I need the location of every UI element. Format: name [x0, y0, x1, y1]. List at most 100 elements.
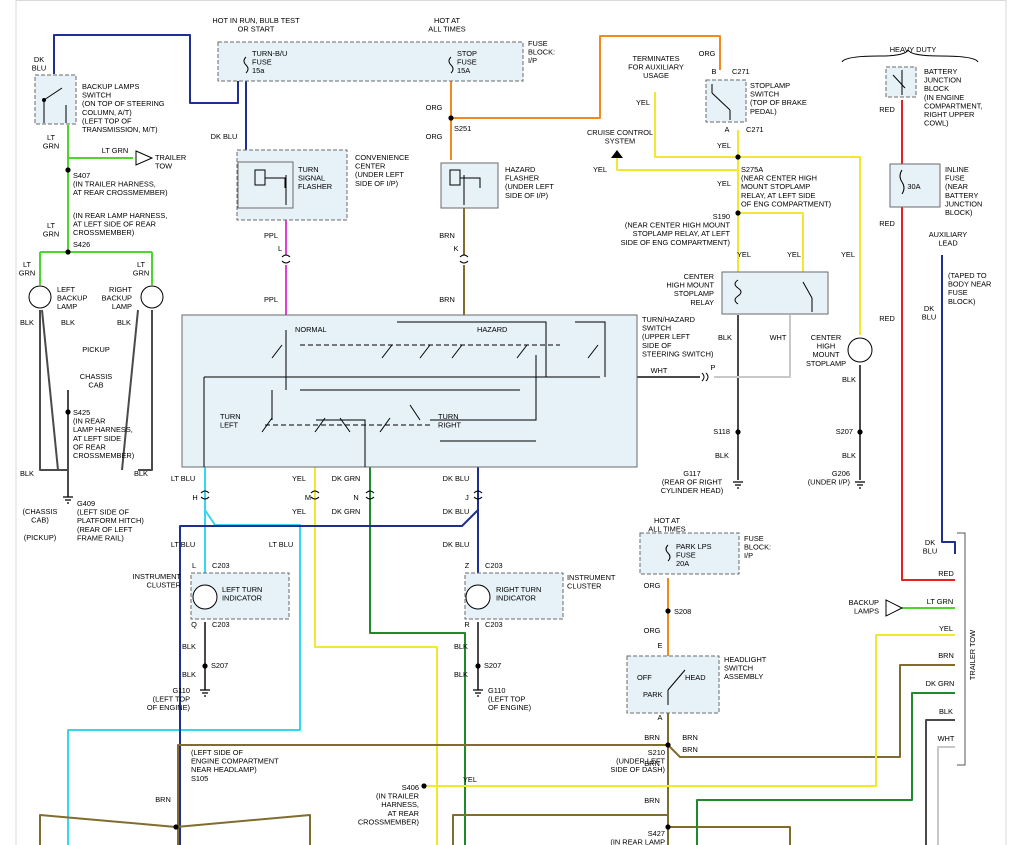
- label-line: S427: [648, 829, 665, 838]
- label-line: C203: [485, 620, 503, 629]
- label-line: OF REAR: [73, 442, 106, 451]
- label-line: (REAR OF LEFT: [77, 525, 133, 534]
- label-line: YEL: [636, 98, 650, 107]
- label-line: S275A: [741, 165, 763, 174]
- label-line: ORG: [644, 626, 661, 635]
- label-line: LT: [47, 221, 56, 230]
- label-line: HEAD: [685, 673, 706, 682]
- label-line: HAZARD: [505, 165, 535, 174]
- label-dk-blu-4: DK BLU: [443, 507, 470, 516]
- label-b-conn: B: [712, 67, 717, 76]
- label-line: BLOCK: [924, 84, 949, 93]
- label-line: BLOCK:: [744, 543, 771, 552]
- label-line: G409: [77, 499, 95, 508]
- label-line: CLUSTER: [567, 582, 602, 591]
- label-line: (UNDER LEFT: [616, 757, 665, 766]
- label-line: BACKUP LAMPS: [82, 82, 139, 91]
- label-line: YEL: [939, 624, 953, 633]
- label-line: BLU: [923, 547, 937, 556]
- label-line: N: [353, 493, 358, 502]
- label-yel-10: YEL: [463, 775, 477, 784]
- label-line: SIDE OF I/P): [355, 179, 398, 188]
- label-line: Q: [191, 620, 197, 629]
- label-hazard: HAZARD: [477, 325, 507, 334]
- label-line: DK GRN: [926, 679, 955, 688]
- label-normal: NORMAL: [295, 325, 327, 334]
- wire-wht: [714, 315, 791, 378]
- wire-dk-blu-taped: [941, 255, 956, 554]
- splice-s427: [665, 824, 671, 830]
- label-line: BLK: [61, 318, 75, 327]
- label-line: ALL TIMES: [648, 525, 685, 534]
- splice-s406: [421, 783, 427, 789]
- label-park: PARK: [643, 690, 663, 699]
- label-line: BACKUP: [849, 598, 879, 607]
- label-line: LAMP: [57, 302, 77, 311]
- label-dk-grn-1: DK GRN: [332, 474, 361, 483]
- label-k-conn: K: [454, 244, 459, 253]
- label-line: SWITCH: [724, 664, 753, 673]
- cruise-control-arrow-icon: [611, 150, 623, 158]
- label-line: S207: [484, 661, 501, 670]
- label-line: LT BLU: [171, 540, 195, 549]
- label-line: BRN: [644, 733, 660, 742]
- label-brn-8: BRN: [644, 796, 660, 805]
- conn-p: [701, 372, 709, 382]
- fuse-block-box: [217, 41, 524, 82]
- label-yel-5: YEL: [737, 250, 751, 259]
- label-line: BRN: [439, 295, 455, 304]
- label-line: STOPLAMP: [674, 289, 714, 298]
- turn-flasher-symbol: [254, 169, 287, 205]
- label-line: DK BLU: [443, 474, 470, 483]
- turn-hazard-switch-internals: [203, 321, 606, 467]
- switch-dashed-link: [265, 344, 560, 426]
- label-lt-blu-3: LT BLU: [269, 540, 293, 549]
- label-brn-7: BRN: [155, 795, 171, 804]
- label-s207-3: S207: [484, 661, 501, 670]
- label-line: TURN/HAZARD: [642, 315, 695, 324]
- label-line: G206: [832, 469, 850, 478]
- label-line: FUSE: [528, 39, 548, 48]
- label-off: OFF: [637, 673, 652, 682]
- label-head: HEAD: [685, 673, 706, 682]
- label-line: STOPLAMP: [806, 359, 846, 368]
- label-line: OF ENG COMPARTMENT): [741, 199, 831, 208]
- label-line: JUNCTION: [945, 199, 982, 208]
- conn-m: [310, 490, 320, 500]
- label-s118: S118: [713, 427, 730, 436]
- label-line: S190: [713, 212, 730, 221]
- left-turn-indicator-lamp: [192, 584, 218, 610]
- label-blk-l1: BLK: [20, 318, 34, 327]
- label-line: (LEFT TOP OF: [82, 116, 132, 125]
- label-line: TOW: [155, 162, 172, 171]
- label-yel-6: YEL: [787, 250, 801, 259]
- label-line: SIDE OF I/P): [505, 191, 548, 200]
- label-org-1: ORG: [426, 103, 443, 112]
- label-line: SYSTEM: [605, 137, 635, 146]
- label-line: HIGH: [817, 342, 835, 351]
- label-c203-2: C203: [212, 620, 230, 629]
- ground-g409: [63, 496, 73, 504]
- label-line: BLK: [20, 469, 34, 478]
- label-blk-7: BLK: [182, 670, 196, 679]
- label-line: S425: [73, 408, 90, 417]
- label-yel-8: YEL: [292, 474, 306, 483]
- label-line: PARK LPS: [676, 542, 712, 551]
- label-brn-5: BRN: [682, 745, 698, 754]
- label-dk-blu-3: DK BLU: [443, 474, 470, 483]
- label-line: INLINE: [945, 165, 969, 174]
- label-brn-3: BRN: [644, 733, 660, 742]
- label-line: CONVENIENCE: [355, 153, 409, 162]
